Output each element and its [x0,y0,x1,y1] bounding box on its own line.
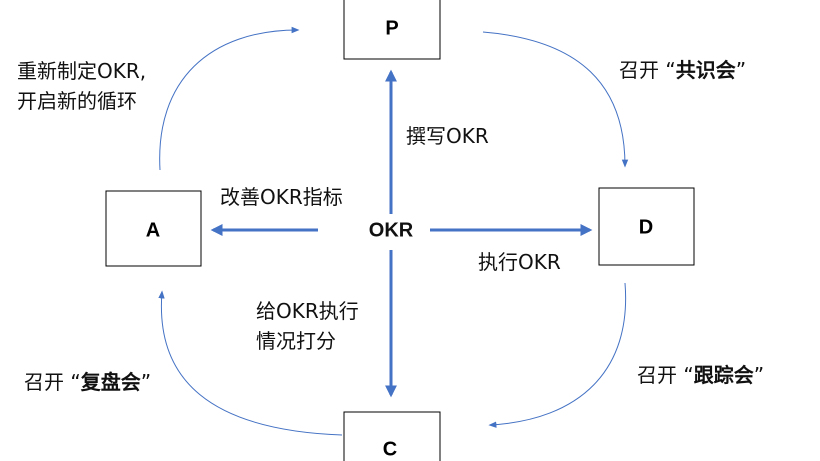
label-tracking-suffix: ” [754,363,764,387]
label-review-suffix: ” [141,370,151,394]
stage-box-c: C [343,411,441,461]
arrow-p-to-d [482,31,629,168]
center-label: OKR [369,219,414,241]
arrow-c-to-a [158,290,343,436]
label-tracking-meeting: 召开 “跟踪会” [637,363,764,387]
arrow-a-to-p [159,26,300,171]
label-score-okr-line2: 情况打分 [256,329,336,353]
label-restart-line2: 开启新的循环 [17,89,137,113]
label-consensus-suffix: ” [736,58,746,82]
label-consensus-meeting: 召开 “共识会” [619,58,746,82]
label-tracking-prefix: 召开 “ [637,363,694,387]
label-review-prefix: 召开 “ [24,370,81,394]
stage-label-a: A [146,219,160,241]
stage-box-a: A [105,190,202,267]
label-score-okr-line1: 给OKR执行 [256,299,359,323]
stage-box-d: D [598,187,695,266]
label-consensus-prefix: 召开 “ [619,58,676,82]
stage-label-d: D [639,216,653,238]
label-review-meeting: 召开 “复盘会” [24,370,151,394]
arrow-d-to-c [488,282,627,428]
label-tracking-name: 跟踪会 [694,363,754,387]
stage-box-p: P [343,0,441,60]
stage-label-c: C [383,438,397,460]
stage-label-p: P [385,17,398,39]
label-restart-line1: 重新制定OKR, [17,59,146,83]
label-review-name: 复盘会 [80,370,141,394]
label-execute-okr: 执行OKR [478,250,561,274]
label-improve-okr: 改善OKR指标 [220,185,343,209]
label-write-okr: 撰写OKR [406,124,489,148]
label-consensus-name: 共识会 [676,58,736,82]
